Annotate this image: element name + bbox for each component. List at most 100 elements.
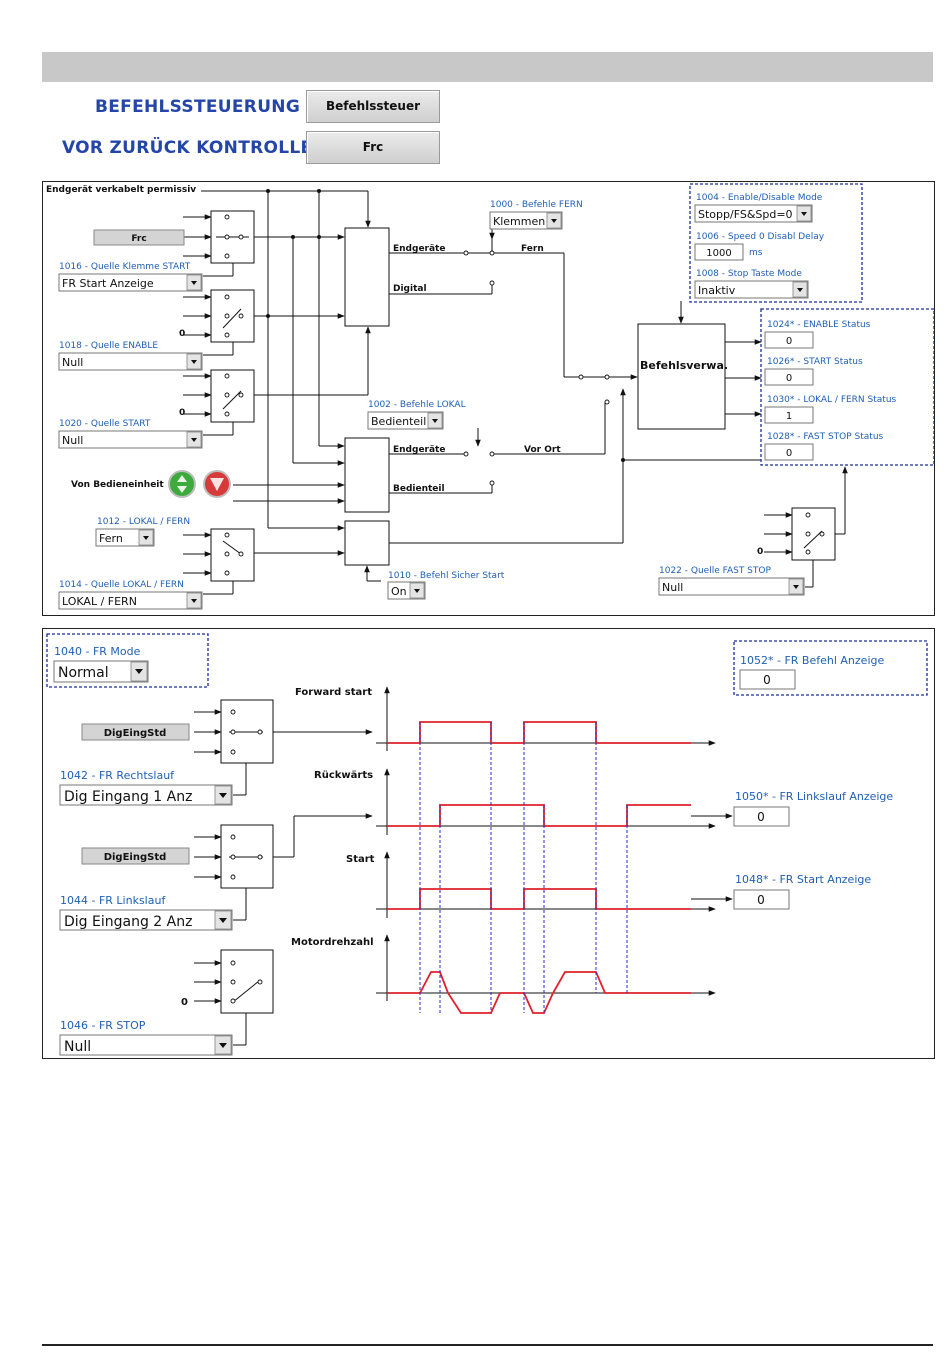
dropdown-1020[interactable]: Null: [58, 430, 203, 449]
status-1026-value: 0: [786, 373, 792, 384]
rueckwaerts-signal: [387, 804, 691, 827]
param-1020-label: 1020 - Quelle START: [59, 419, 151, 429]
param-1002-label: 1002 - Befehle LOKAL: [368, 400, 466, 410]
dropdown-1018[interactable]: Null: [58, 352, 203, 371]
von-bedieneinheit-label: Von Bedieneinheit: [71, 480, 164, 490]
dropdown-1044-value: Dig Eingang 2 Anz: [64, 914, 192, 930]
dropdown-1012[interactable]: Fern: [95, 528, 155, 547]
start-label: Start: [346, 854, 375, 865]
enable-mode-group: [689, 183, 863, 303]
status-1030-value: 1: [786, 411, 792, 422]
param-1008-label: 1008 - Stop Taste Mode: [696, 269, 802, 279]
endgeraete-label: Endgeräte: [393, 244, 445, 254]
param-1030-label: 1030* - LOKAL / FERN Status: [767, 395, 897, 405]
motordrehzahl-label: Motordrehzahl: [291, 937, 374, 948]
dropdown-1002-value: Bedienteil: [371, 415, 426, 428]
dropdown-1042[interactable]: Dig Eingang 1 Anz: [59, 784, 233, 806]
dropdown-1010-value: On: [391, 585, 407, 598]
fr-mode-group: [46, 633, 209, 688]
vor-zurueck-label: VOR ZURÜCK KONTROLLE: [62, 138, 313, 158]
dropdown-1012-value: Fern: [99, 532, 123, 545]
dropdown-1010[interactable]: On: [387, 581, 426, 600]
param-1004-label: 1004 - Enable/Disable Mode: [696, 193, 823, 203]
dropdown-1022[interactable]: Null: [658, 577, 805, 596]
dropdown-1040[interactable]: Normal: [53, 660, 149, 683]
command-control-diagram: Endgerät verkabelt permissiv 0 0 Von Bed…: [46, 183, 934, 610]
param-1014-label: 1014 - Quelle LOKAL / FERN: [59, 580, 184, 590]
output-1048: 0: [733, 889, 790, 910]
param-1052-label: 1052* - FR Befehl Anzeige: [740, 654, 884, 667]
zero-label: 0: [179, 408, 185, 418]
digeingstd-button[interactable]: DigEingStd: [81, 847, 190, 865]
param-1050-label: 1050* - FR Linkslauf Anzeige: [735, 790, 893, 803]
dropdown-1046[interactable]: Null: [59, 1034, 233, 1056]
vor-zurueck-button[interactable]: Frc: [306, 131, 440, 164]
dropdown-1002[interactable]: Bedienteil: [367, 411, 444, 430]
permissiv-label: Endgerät verkabelt permissiv: [46, 185, 196, 195]
frc-button[interactable]: Frc: [93, 229, 185, 246]
dropdown-1004-value: Stopp/FS&Spd=0: [698, 208, 793, 221]
start-icon[interactable]: [168, 470, 196, 498]
output-1048-value: 0: [757, 893, 765, 907]
output-1050: 0: [733, 806, 790, 827]
status-1024: 0: [764, 331, 814, 349]
param-1000-label: 1000 - Befehle FERN: [490, 200, 583, 210]
param-1040-label: 1040 - FR Mode: [54, 645, 141, 658]
dropdown-1004[interactable]: Stopp/FS&Spd=0: [694, 204, 813, 223]
status-1026: 0: [764, 368, 814, 386]
forward-start-signal: [387, 721, 691, 744]
dropdown-1008-value: Inaktiv: [698, 284, 736, 297]
stop-icon[interactable]: [203, 470, 231, 498]
param-1046-label: 1046 - FR STOP: [60, 1019, 146, 1032]
param-1016-label: 1016 - Quelle Klemme START: [59, 262, 191, 272]
forward-start-label: Forward start: [295, 687, 372, 698]
rueckwaerts-label: Rückwärts: [314, 770, 373, 781]
param-1042-label: 1042 - FR Rechtslauf: [60, 769, 175, 782]
befehlssteuerung-label: BEFEHLSSTEUERUNG: [95, 97, 301, 117]
endgeraete-label: Endgeräte: [393, 445, 445, 455]
fern-label: Fern: [521, 244, 544, 254]
dropdown-1046-value: Null: [64, 1039, 91, 1055]
dropdown-1008[interactable]: Inaktiv: [694, 280, 809, 299]
input-1006[interactable]: 1000: [694, 243, 744, 261]
footer-rule: [42, 1344, 933, 1346]
fr-control-diagram: DigEingStd DigEingStd Forward start Rück…: [46, 633, 928, 1056]
dropdown-1022-value: Null: [662, 581, 683, 594]
output-1050-value: 0: [757, 810, 765, 824]
dropdown-1014[interactable]: LOKAL / FERN: [58, 591, 203, 610]
dropdown-1016[interactable]: FR Start Anzeige: [58, 273, 203, 292]
dropdown-1018-value: Null: [62, 356, 83, 369]
param-1048-label: 1048* - FR Start Anzeige: [735, 873, 871, 886]
fr-befehl-group: [733, 640, 928, 696]
zero-label: 0: [757, 547, 763, 557]
zero-label: 0: [181, 997, 188, 1008]
bedienteil-label: Bedienteil: [393, 484, 445, 494]
param-1028-label: 1028* - FAST STOP Status: [767, 432, 884, 442]
output-1052-value: 0: [763, 673, 771, 687]
dropdown-1016-value: FR Start Anzeige: [62, 277, 154, 290]
param-1006-unit: ms: [749, 248, 763, 258]
digeingstd-label: DigEingStd: [104, 852, 167, 863]
param-1026-label: 1026* - START Status: [767, 357, 863, 367]
dropdown-1014-value: LOKAL / FERN: [62, 595, 137, 608]
param-1024-label: 1024* - ENABLE Status: [767, 320, 871, 330]
dropdown-1000-value: Klemmen: [493, 215, 545, 228]
befehlsverwaltung-label: Befehlsverwa.: [640, 359, 728, 372]
fr-control-panel: DigEingStd DigEingStd Forward start Rück…: [42, 628, 935, 1059]
frc-button-label: Frc: [131, 234, 146, 244]
status-group: [760, 308, 934, 466]
status-1030: 1: [764, 406, 814, 424]
dropdown-1040-value: Normal: [58, 665, 109, 681]
dropdown-1042-value: Dig Eingang 1 Anz: [64, 789, 192, 805]
status-1028: 0: [764, 443, 814, 461]
digeingstd-label: DigEingStd: [104, 728, 167, 739]
output-1052: 0: [739, 669, 796, 690]
digital-label: Digital: [393, 284, 427, 294]
dropdown-1044[interactable]: Dig Eingang 2 Anz: [59, 909, 233, 931]
digeingstd-button[interactable]: DigEingStd: [81, 723, 190, 741]
zero-label: 0: [179, 329, 185, 339]
command-control-panel: Endgerät verkabelt permissiv 0 0 Von Bed…: [42, 181, 935, 616]
befehlssteuerung-button[interactable]: Befehlssteuer: [306, 90, 440, 123]
param-1012-label: 1012 - LOKAL / FERN: [97, 517, 190, 527]
dropdown-1000[interactable]: Klemmen: [489, 211, 563, 230]
